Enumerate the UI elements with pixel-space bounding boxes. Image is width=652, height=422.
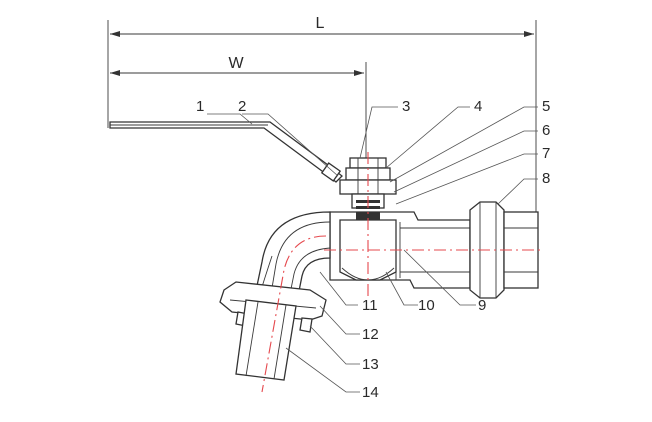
handle-lever [109, 121, 343, 183]
part-label-10: 10 [418, 297, 435, 314]
part-label-2: 2 [238, 98, 246, 115]
part-label-3: 3 [402, 98, 410, 115]
dimension-W: W [110, 55, 367, 162]
hose-coupling [219, 281, 327, 381]
part-label-6: 6 [542, 122, 550, 139]
part-label-11: 11 [362, 297, 378, 314]
part-label-5: 5 [542, 98, 550, 115]
part-label-4: 4 [474, 98, 482, 115]
leader-lines [207, 106, 538, 393]
part-label-7: 7 [542, 145, 550, 162]
part-label-1: 1 [196, 98, 204, 115]
part-labels: 1 2 3 4 5 6 7 8 9 10 11 12 13 14 [196, 98, 550, 401]
part-label-9: 9 [478, 297, 486, 314]
dimension-W-label: W [228, 55, 244, 72]
part-label-8: 8 [542, 170, 550, 187]
part-label-14: 14 [362, 384, 379, 401]
part-label-12: 12 [362, 326, 379, 343]
part-label-13: 13 [362, 356, 379, 373]
dimension-L-label: L [316, 15, 325, 32]
dimension-L: L [107, 15, 537, 236]
centerlines [261, 152, 544, 393]
